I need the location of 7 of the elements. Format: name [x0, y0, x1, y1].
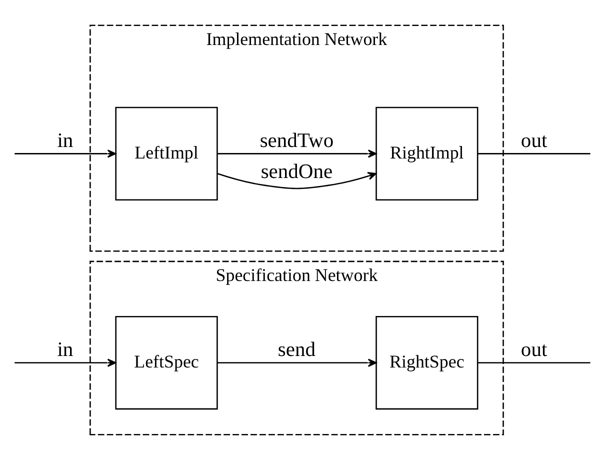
edge-label: in: [57, 338, 74, 361]
edge-label: sendOne: [260, 160, 333, 182]
edge-label: out: [520, 338, 548, 361]
edge-label: out: [520, 130, 548, 152]
edge-label: sendTwo: [260, 130, 334, 152]
edge-label: in: [57, 130, 74, 152]
edge-label: send: [278, 338, 316, 361]
